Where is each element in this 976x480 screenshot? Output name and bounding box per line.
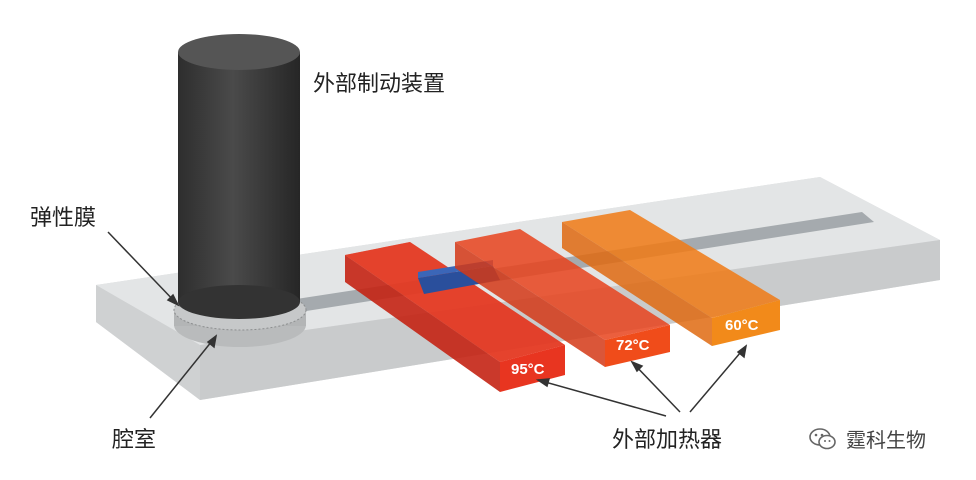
watermark: 霆科生物 bbox=[808, 424, 926, 453]
watermark-text: 霆科生物 bbox=[846, 428, 926, 452]
arrowhead-chamber bbox=[206, 334, 218, 349]
chamber-label: 腔室 bbox=[112, 428, 157, 453]
heater-temp-60: 60°C bbox=[725, 317, 759, 334]
arrow-heater-72 bbox=[631, 361, 681, 413]
arrow-membrane bbox=[107, 231, 179, 306]
heater-block-60 bbox=[562, 210, 780, 346]
arrowhead-membrane bbox=[166, 293, 180, 307]
callout-arrows bbox=[107, 231, 748, 419]
actuator-label: 外部制动装置 bbox=[313, 72, 446, 97]
heater-temp-95: 95°C bbox=[511, 361, 545, 378]
arrowhead-heater-95 bbox=[535, 378, 551, 388]
arrow-chamber bbox=[149, 335, 217, 419]
heater-block-72 bbox=[455, 229, 670, 367]
heater-block-95 bbox=[345, 242, 565, 392]
wechat-icon bbox=[809, 427, 836, 449]
arrow-heater-60 bbox=[689, 345, 747, 413]
membrane-label: 弹性膜 bbox=[30, 206, 97, 231]
heaters-label: 外部加热器 bbox=[612, 428, 723, 453]
arrow-heater-95 bbox=[537, 379, 667, 417]
actuator-cylinder bbox=[178, 34, 300, 319]
arrowhead-heater-72 bbox=[630, 360, 644, 373]
arrowhead-heater-60 bbox=[736, 344, 748, 359]
heater-temp-72: 72°C bbox=[616, 337, 650, 354]
